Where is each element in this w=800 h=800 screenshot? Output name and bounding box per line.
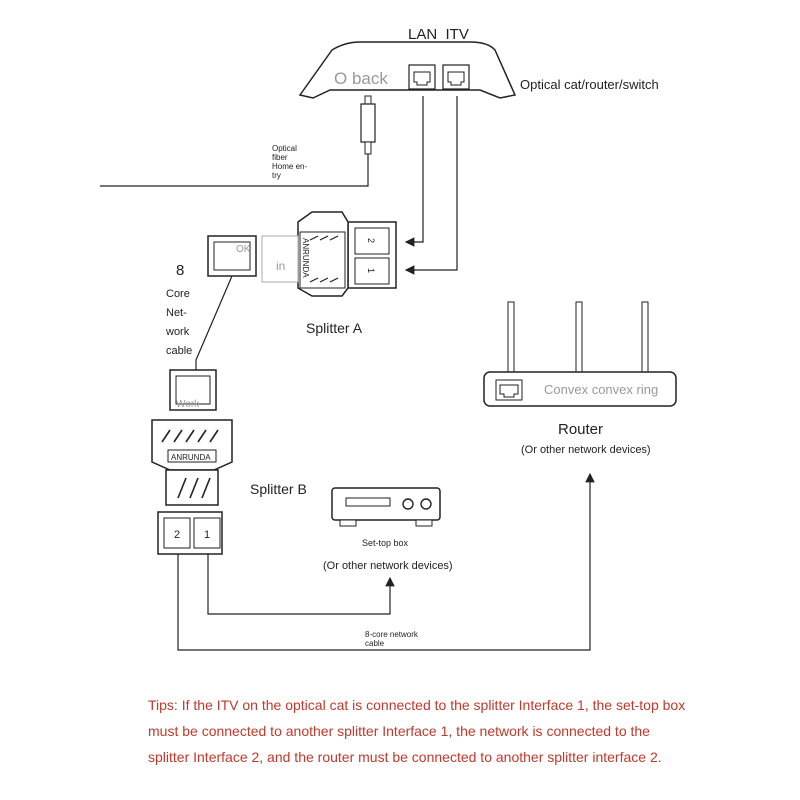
fiber-label-line: fiber xyxy=(272,153,288,162)
core-cable-label: 8 Core Net- work cable xyxy=(166,262,192,361)
splitter-b-port1: 1 xyxy=(204,529,210,541)
splitter-a-brand: ANRUNDA xyxy=(301,238,310,278)
fiber-label-line: try xyxy=(272,171,281,180)
cable-splitter-b-to-router xyxy=(177,472,595,651)
tips-text: Tips: If the ITV on the optical cat is c… xyxy=(148,697,686,765)
splitter-b-port2: 2 xyxy=(174,529,180,541)
core-cable-line: Net- xyxy=(166,307,187,319)
splitter-b-brand: ANRUNDA xyxy=(171,453,211,462)
settop-box-device xyxy=(331,487,441,527)
bottom-cable-label: 8-core network cable xyxy=(365,630,418,648)
router-inner-label: Convex convex ring xyxy=(544,382,658,397)
splitter-a-port1: 1 xyxy=(366,268,376,273)
splitter-a-in-label: in xyxy=(276,259,285,273)
core-cable-line: cable xyxy=(166,345,193,357)
core-cable-count: 8 xyxy=(176,262,185,279)
splitter-a xyxy=(207,211,397,297)
cable-splitter-b-to-settop xyxy=(207,554,395,615)
router-subcaption: (Or other network devices) xyxy=(521,444,651,456)
core-cable-line: work xyxy=(166,326,190,338)
settop-subcaption: (Or other network devices) xyxy=(323,560,453,572)
optical-cat-back-label: O back xyxy=(334,69,388,88)
settop-caption: Set-top box xyxy=(362,538,409,548)
cable-core-network xyxy=(195,275,233,370)
splitter-b-name: Splitter B xyxy=(250,481,307,497)
splitter-b xyxy=(151,369,233,555)
bottom-cable-line: cable xyxy=(365,639,385,648)
fiber-label-line: Optical xyxy=(272,144,297,153)
router-caption: Router xyxy=(558,421,604,438)
splitter-a-name: Splitter A xyxy=(306,320,363,336)
core-cable-line: Core xyxy=(166,288,190,300)
optical-cat-device xyxy=(298,41,517,99)
optical-cat-caption: Optical cat/router/switch xyxy=(520,77,659,92)
router-device xyxy=(483,301,677,407)
bottom-cable-line: 8-core network xyxy=(365,630,418,639)
optical-cat-port-labels: LAN ITV xyxy=(408,26,469,43)
splitter-a-port2: 2 xyxy=(366,238,376,243)
splitter-a-ok-label: OK xyxy=(236,244,251,255)
fiber-label: Optical fiber Home en- try xyxy=(272,144,307,180)
cable-lan-to-splitter-a xyxy=(404,96,424,247)
splitter-b-work-label: Work xyxy=(176,399,200,410)
cable-itv-to-splitter-a xyxy=(404,96,458,275)
fiber-label-line: Home en- xyxy=(272,162,308,171)
fiber-plug xyxy=(100,95,376,187)
